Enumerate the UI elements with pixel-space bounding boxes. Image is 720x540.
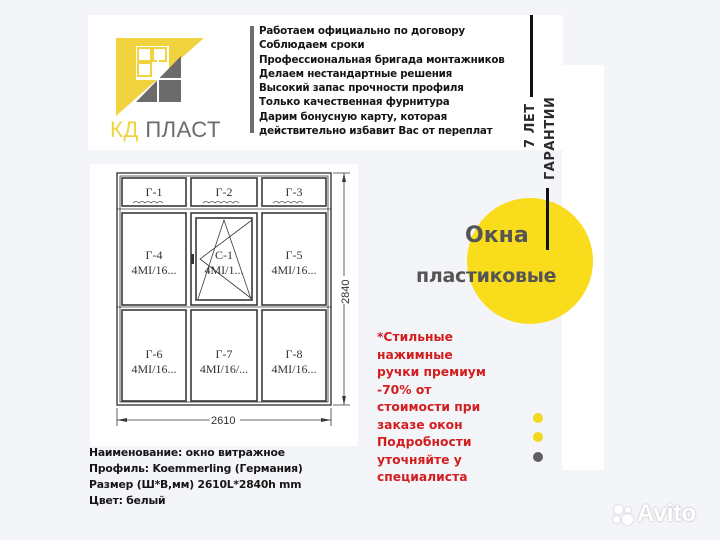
promo-line: нажимные bbox=[377, 347, 453, 362]
accent-circle bbox=[467, 198, 593, 324]
promo-line: -70% от bbox=[377, 382, 432, 397]
promo-line: заказе окон bbox=[377, 417, 463, 432]
pane-label: Г-4 bbox=[146, 248, 163, 262]
promo-line: специалиста bbox=[377, 470, 468, 484]
pane-label: Г-2 bbox=[216, 185, 233, 199]
feature-item: Работаем официально по договору bbox=[259, 25, 465, 37]
spec-name: Наименование: окно витражное bbox=[89, 446, 285, 459]
divider-bar bbox=[250, 26, 254, 133]
pane-label: Г-7 bbox=[216, 347, 233, 361]
pane-spec: 4МI/16... bbox=[132, 362, 177, 376]
carousel-dot[interactable] bbox=[533, 432, 543, 442]
feature-item: Делаем нестандартные решения bbox=[259, 67, 453, 80]
pane-spec: 4МI/16... bbox=[132, 263, 177, 277]
pane-spec: 4МI/1... bbox=[205, 263, 244, 277]
promo-line: Подробности bbox=[377, 435, 472, 449]
pane-spec: 4МI/16... bbox=[272, 263, 317, 277]
feature-item: действительно избавит Вас от переплат bbox=[259, 125, 493, 138]
carousel-dot[interactable] bbox=[533, 413, 543, 423]
pane-label: С-1 bbox=[215, 248, 233, 262]
height-dimension: 2840 bbox=[340, 280, 352, 304]
pane-label: Г-8 bbox=[286, 347, 303, 361]
brand-name: КД ПЛАСТ bbox=[110, 117, 221, 143]
promo-line: ручки премиум bbox=[377, 365, 486, 379]
feature-item: Дарим бонусную карту, которая bbox=[259, 110, 448, 123]
promo-line: *Стильные bbox=[377, 330, 453, 344]
feature-item: Только качественная фурнитура bbox=[259, 96, 450, 109]
product-specs: Наименование: окно витражное Профиль: Ko… bbox=[89, 445, 303, 509]
brand-name-part1: КД bbox=[110, 117, 139, 142]
promo-text: *Стильные нажимные ручки премиум -70% от… bbox=[377, 329, 486, 487]
warranty-divider-top bbox=[530, 15, 533, 97]
pane-label: Г-5 bbox=[286, 248, 303, 262]
pane-label: Г-1 bbox=[146, 185, 163, 199]
promo-line: стоимости при bbox=[377, 400, 481, 414]
headline-divider bbox=[546, 188, 549, 250]
avito-logo-icon bbox=[612, 503, 634, 525]
spec-profile: Профиль: Koemmerling (Германия) bbox=[89, 462, 303, 475]
width-dimension: 2610 bbox=[211, 415, 235, 427]
headline-title: Окна bbox=[465, 223, 529, 248]
pane-spec: 4МI/16... bbox=[272, 362, 317, 376]
avito-watermark: Avito bbox=[612, 500, 696, 528]
handle-icon bbox=[191, 254, 194, 264]
feature-item: Высокий запас прочности профиля bbox=[259, 82, 464, 95]
window-diagram: 2840 2610 Г-1 Г-2 Г-3 Г-4 4МI/16... С-1 … bbox=[116, 172, 352, 427]
brand-name-part2: ПЛАСТ bbox=[145, 117, 221, 142]
pane-label: Г-3 bbox=[286, 185, 303, 199]
spec-color: Цвет: белый bbox=[89, 494, 166, 507]
feature-item: Соблюдаем сроки bbox=[259, 39, 365, 52]
logo-icon bbox=[116, 38, 204, 116]
warranty-label: ГАРАНТИИ bbox=[543, 96, 558, 180]
headline-subtitle: пластиковые bbox=[416, 265, 557, 287]
carousel-dot-active[interactable] bbox=[533, 452, 543, 462]
spec-size: Размер (Ш*В,мм) 2610L*2840h mm bbox=[89, 478, 302, 491]
promo-line: уточняйте у bbox=[377, 452, 462, 467]
pane-label: Г-6 bbox=[146, 347, 163, 361]
avito-text: Avito bbox=[637, 500, 697, 527]
feature-item: Профессиональная бригада монтажников bbox=[259, 53, 505, 66]
pane-spec: 4МI/16/... bbox=[200, 362, 248, 376]
warranty-years: 7 ЛЕТ bbox=[523, 103, 538, 148]
features-list: Работаем официально по договору Соблюдае… bbox=[259, 24, 505, 138]
